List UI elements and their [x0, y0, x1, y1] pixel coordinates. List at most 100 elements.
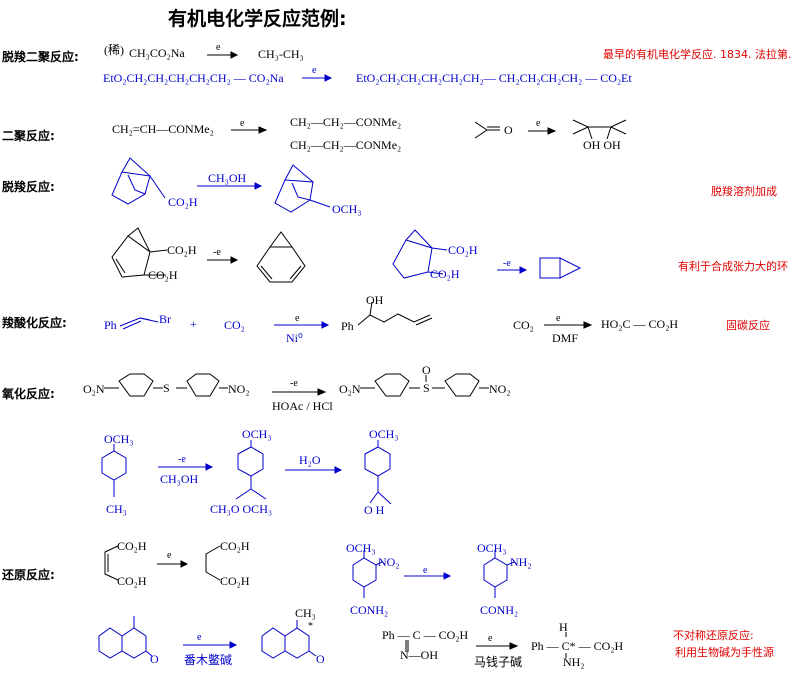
norbornane-carboxylic-acid — [111, 157, 166, 205]
group-no2-3: NO₂ — [378, 555, 400, 569]
atom-o-sulfoxide: O — [422, 363, 431, 377]
atom-o-product: O — [316, 652, 325, 666]
reagent-electrolysis-10: -e — [178, 454, 186, 465]
group-cooh-5: CO₂H — [430, 267, 460, 281]
group-cho: O H — [364, 503, 385, 517]
anisaldehyde-acetal — [235, 440, 267, 500]
note-decarboxylation: 脱羧溶剂加成 — [711, 185, 777, 198]
group-o2n-2: O₂N — [339, 382, 361, 396]
atom-h: H — [559, 620, 568, 634]
pinacol-oh: OH OH — [583, 138, 621, 152]
section-label-oxidation: 氧化反应: — [2, 387, 55, 401]
product-oxalic-acid: HO₂C — CO₂H — [601, 317, 679, 331]
note-chiral-source: 利用生物碱为手性源 — [675, 646, 774, 659]
reagent-electrolysis-5: -e — [213, 247, 221, 258]
section-label-reduction: 还原反应: — [2, 568, 55, 582]
reactant-sodium-acetate: CH₃CO₂Na — [129, 46, 185, 60]
reagent-electrolysis-8: e — [556, 313, 561, 324]
reagent-electrolysis-7: e — [295, 313, 300, 324]
group-cooh-6: CO₂H — [117, 539, 147, 553]
reagent-electrolysis: e — [216, 42, 221, 53]
nitroanisole-amide — [352, 550, 383, 598]
reactant-acrylamide: CH₂=CH—CONMe₂ — [112, 122, 214, 136]
reagent-methanol: CH₃OH — [208, 171, 247, 185]
group-cooh-7: CO₂H — [117, 574, 147, 588]
page-title: 有机电化学反应范例: — [168, 8, 347, 30]
group-och3-1: OCH₃ — [104, 432, 134, 446]
product-amino-acid: Ph — C* — CO₂H — [531, 639, 624, 653]
group-ch3: CH₃ — [106, 502, 127, 516]
note-strained-ring: 有利于合成张力大的环 — [678, 260, 788, 273]
reagent-electrolysis-2: e — [312, 65, 317, 76]
reagent-nickel: Ni⁰ — [286, 331, 303, 345]
reagent-electrolysis-12: e — [423, 565, 428, 576]
reagent-electrolysis-3: e — [240, 118, 245, 129]
vinyl-bromide — [119, 317, 159, 330]
acetone — [474, 121, 500, 139]
section-label-carboxylation: 羧酸化反应: — [2, 316, 67, 330]
chiral-star-1: * — [308, 621, 313, 632]
reactant-oxime-acid: Ph — C — CO₂H — [382, 628, 469, 642]
section-label-decarboxylative-dimerization: 脱羧二聚反应: — [2, 50, 79, 64]
atom-br: Br — [159, 312, 171, 326]
reagent-strychnine: 番木鳖碱 — [184, 653, 233, 667]
atom-s-2: S — [423, 381, 430, 395]
group-ph-1: Ph — [104, 318, 117, 332]
group-nh2: NH₂ — [510, 555, 532, 569]
reagent-hoac-hcl: HOAc / HCl — [272, 399, 333, 413]
label-dilute: (稀) — [104, 43, 124, 57]
atom-o: O — [504, 123, 513, 137]
note-kolbe-history: 最早的有机电化学反应. 1834. 法拉第. — [603, 48, 792, 61]
nitrophenyl-sulfide — [104, 373, 228, 397]
product-diester: EtO₂CH₂CH₂CH₂CH₂CH₂— CH₂CH₂CH₂CH₂ — CO₂E… — [356, 71, 632, 85]
note-carbon-fixation: 固碳反应 — [726, 319, 770, 332]
reagent-electrolysis-13: e — [197, 632, 202, 643]
group-cooh-3: CO₂H — [148, 268, 178, 282]
reagent-electrolysis-11: e — [167, 550, 172, 561]
section-label-decarboxylation: 脱羧反应: — [2, 180, 55, 194]
nitrophenyl-sulfoxide — [360, 373, 489, 397]
group-cooh-1: CO₂H — [168, 195, 198, 209]
group-och3-4: OCH₃ — [346, 541, 376, 555]
reagent-electrolysis-9: -e — [290, 378, 298, 389]
methylcoumarin — [98, 616, 153, 659]
reagent-methanol-2: CH₃OH — [160, 472, 199, 486]
reactant-co2: CO₂ — [224, 318, 245, 332]
anisaldehyde — [364, 440, 392, 505]
norbornane-methoxy — [274, 164, 331, 213]
group-conh2-1: CONH₂ — [350, 603, 389, 617]
reaction-arrows-black — [157, 51, 593, 650]
group-nh2-2: NH₂ — [563, 655, 585, 669]
group-o2n-1: O₂N — [83, 382, 105, 396]
maleic-acid — [104, 545, 119, 581]
group-och3: OCH₃ — [332, 202, 362, 216]
homoallyl-alcohol — [357, 301, 433, 326]
product-ethane: CH₃-CH₃ — [258, 47, 304, 61]
bicyclooctene-diacid — [111, 227, 168, 278]
group-och3-5: OCH₃ — [477, 541, 507, 555]
aminoanisole-amide — [483, 550, 515, 598]
reactant-co2-2: CO₂ — [513, 318, 534, 332]
reagent-electrolysis-14: e — [488, 633, 493, 644]
product-dimer-line1: CH₂—CH₂—CONMe₂ — [290, 115, 402, 129]
pinacol — [572, 119, 627, 140]
group-conh2-2: CONH₂ — [480, 603, 519, 617]
group-ph-2: Ph — [341, 319, 354, 333]
reagent-dmf: DMF — [552, 331, 579, 345]
product-dimer-line2: CH₂—CH₂—CONMe₂ — [290, 138, 402, 152]
group-cooh-2: CO₂H — [167, 243, 197, 257]
group-cooh-9: CO₂H — [220, 574, 250, 588]
reaction-arrows-blue — [158, 74, 528, 649]
note-asymmetric-reduction: 不对称还原反应: — [673, 629, 754, 642]
bicycloheptane-diacid — [392, 229, 448, 279]
group-cooh-4: CO₂H — [448, 243, 478, 257]
group-ch3-2: CH₃ — [295, 606, 316, 620]
group-oh: OH — [366, 293, 384, 307]
reagent-electrolysis-6: -e — [503, 258, 511, 269]
reactant-half-ester: EtO₂CH₂CH₂CH₂CH₂CH₂ — CO₂Na — [103, 71, 284, 85]
bicyclo-product — [539, 257, 582, 279]
atom-s-1: S — [163, 381, 170, 395]
group-cooh-8: CO₂H — [220, 539, 250, 553]
